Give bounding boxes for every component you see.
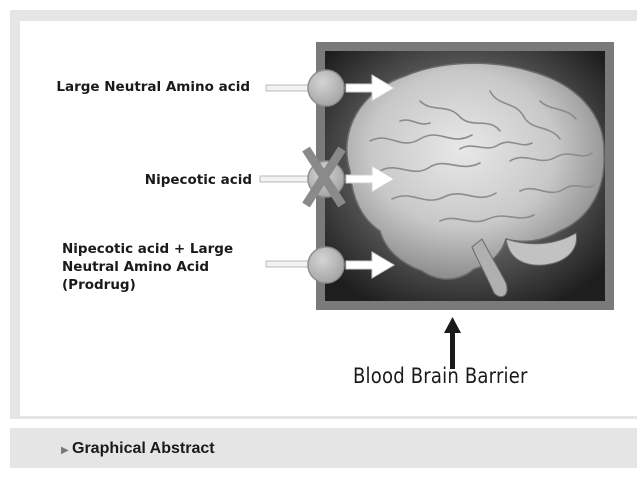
label-blood-brain-barrier: Blood Brain Barrier <box>353 364 528 388</box>
lnaa-molecule <box>308 70 344 106</box>
caption-title[interactable]: Graphical Abstract <box>72 440 215 458</box>
prodrug-molecule <box>308 247 344 283</box>
barrier-pointer-arrow <box>444 317 461 369</box>
triangle-right-icon[interactable]: ▶ <box>61 445 69 456</box>
connector-lines <box>260 85 312 267</box>
label-prodrug-line3: (Prodrug) <box>62 276 136 294</box>
label-prodrug-line1: Nipecotic acid + Large <box>62 240 233 258</box>
label-prodrug-line2: Neutral Amino Acid <box>62 258 209 276</box>
label-lnaa: Large Neutral Amino acid <box>24 78 250 96</box>
label-nipecotic: Nipecotic acid <box>60 171 252 189</box>
